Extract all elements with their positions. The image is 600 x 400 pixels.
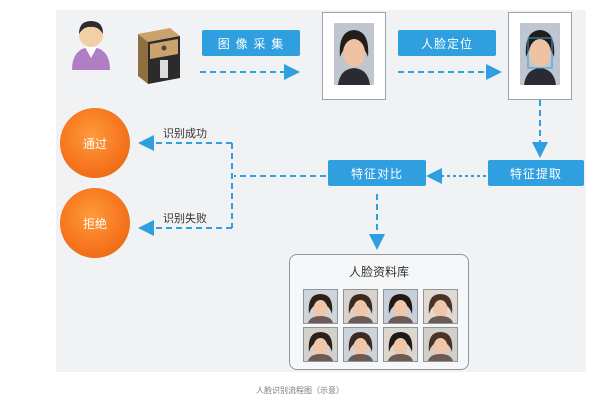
face-photo-icon bbox=[520, 23, 560, 85]
face-photo-icon bbox=[344, 328, 377, 361]
face-thumbnail bbox=[383, 327, 418, 362]
face-photo-icon bbox=[334, 23, 374, 85]
face-photo-icon bbox=[344, 290, 377, 323]
face-thumbnail bbox=[423, 327, 458, 362]
edge-label-success: 识别成功 bbox=[163, 127, 207, 140]
face-photo-icon bbox=[384, 290, 417, 323]
face-thumbnail bbox=[343, 327, 378, 362]
face-database: 人脸资料库 bbox=[289, 254, 469, 370]
edge-label-failure: 识别失败 bbox=[163, 212, 207, 225]
node-face-locate: 人脸定位 bbox=[398, 30, 496, 56]
node-reject-label: 拒绝 bbox=[82, 216, 107, 231]
face-thumbnail bbox=[303, 327, 338, 362]
face-photo-icon bbox=[304, 290, 337, 323]
located-photo bbox=[508, 12, 572, 100]
face-photo-icon bbox=[424, 290, 457, 323]
face-thumbnail bbox=[343, 289, 378, 324]
face-photo-icon bbox=[384, 328, 417, 361]
camera-device-icon bbox=[138, 28, 180, 84]
node-feature-extract-label: 特征提取 bbox=[509, 166, 562, 181]
face-database-title: 人脸资料库 bbox=[348, 265, 409, 279]
node-face-locate-label: 人脸定位 bbox=[420, 36, 473, 51]
person-icon bbox=[72, 21, 110, 70]
node-feature-extract: 特征提取 bbox=[488, 160, 584, 186]
node-reject: 拒绝 bbox=[60, 188, 130, 258]
figure-caption: 人脸识别流程图（示意） bbox=[256, 386, 344, 395]
node-feature-compare-label: 特征对比 bbox=[350, 166, 403, 181]
face-thumbnail bbox=[423, 289, 458, 324]
node-image-capture-label: 图 像 采 集 bbox=[217, 36, 285, 51]
face-thumbnail bbox=[303, 289, 338, 324]
face-photo-icon bbox=[304, 328, 337, 361]
node-feature-compare: 特征对比 bbox=[328, 160, 426, 186]
node-pass-label: 通过 bbox=[82, 136, 107, 151]
node-pass: 通过 bbox=[60, 108, 130, 178]
node-image-capture: 图 像 采 集 bbox=[202, 30, 300, 56]
captured-photo bbox=[322, 12, 386, 100]
face-photo-icon bbox=[424, 328, 457, 361]
face-thumbnail bbox=[383, 289, 418, 324]
